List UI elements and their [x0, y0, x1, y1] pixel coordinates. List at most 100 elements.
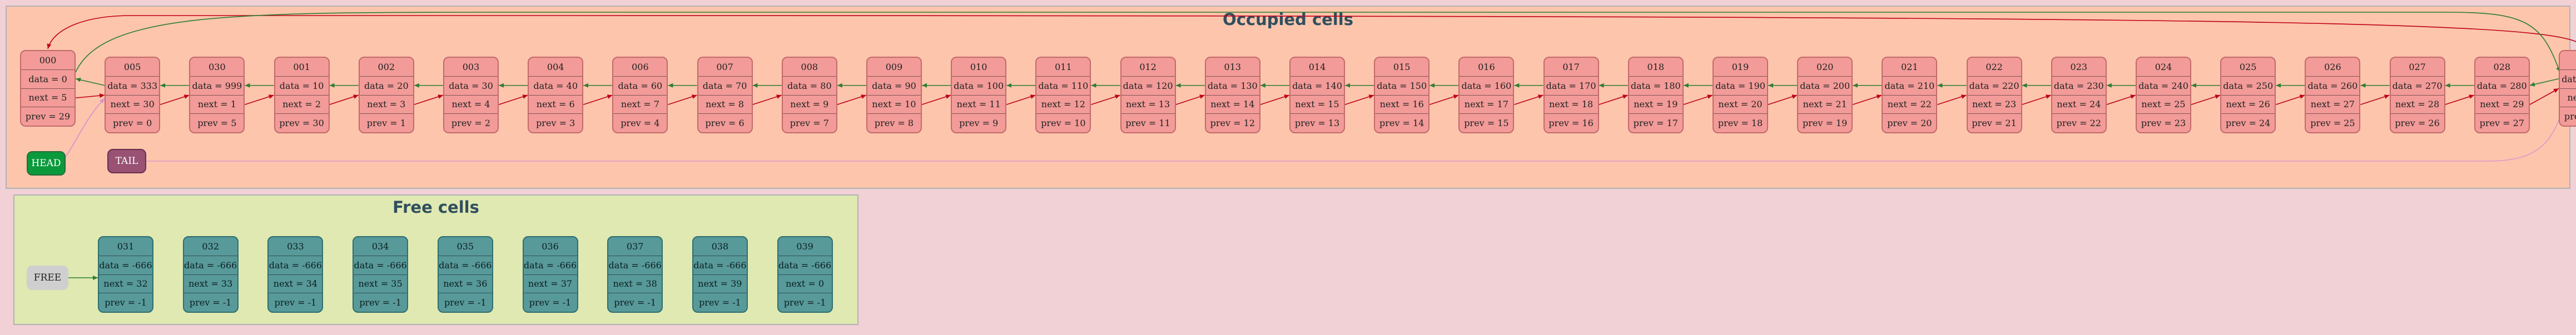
next-arrow: [329, 94, 359, 106]
node-data-field: data = 80: [782, 76, 836, 95]
node-data-field: data = -666: [99, 255, 152, 274]
occupied-cells-title: Occupied cells: [1223, 10, 1353, 29]
node-prev-field: prev = 18: [1714, 113, 1767, 132]
node-data-field: data = 100: [952, 76, 1006, 95]
node-next-field: next = 1: [190, 94, 244, 114]
node-next-field: next = 28: [2390, 94, 2444, 114]
node-next-field: next = 27: [2306, 94, 2360, 114]
next-arrow: [498, 94, 528, 106]
node-data-field: data = -666: [269, 255, 322, 274]
node-id-field: 005: [123, 61, 141, 72]
node-next-field: next = 20: [1714, 94, 1767, 114]
node-data-field: data = -666: [354, 255, 408, 274]
node-prev-field: prev = 7: [782, 113, 836, 132]
node-data-field: data = 333: [106, 76, 160, 95]
node-next-field: next = 0: [778, 274, 832, 293]
node-id-field: 011: [1055, 61, 1072, 72]
node-data-field: data = 220: [1967, 76, 2021, 95]
node-next-field: next = 23: [1967, 94, 2021, 114]
node-id-field: 025: [2239, 61, 2257, 72]
node-data-field: data = -666: [778, 255, 832, 274]
node-prev-field: prev = 29: [21, 107, 75, 126]
next-wrap-arrow: [47, 15, 2576, 49]
node-next-field: next = 18: [1544, 94, 1598, 114]
node-prev-field: prev = 17: [1629, 113, 1682, 132]
node-prev-field: prev = -1: [693, 293, 747, 312]
node-next-field: next = 9: [782, 94, 836, 114]
node-data-field: data = 270: [2390, 76, 2444, 95]
node-prev-field: prev = 30: [275, 113, 329, 132]
next-arrow: [1937, 94, 1967, 106]
node-id-field: 016: [1478, 61, 1495, 72]
node-id-field: 018: [1647, 61, 1665, 72]
node-data-field: data = -666: [608, 255, 662, 274]
node-next-field: next = 3: [359, 94, 413, 114]
next-arrow: [2191, 94, 2221, 106]
next-arrow: [2360, 94, 2390, 106]
node-id-field: 036: [542, 241, 559, 252]
node-id-field: 039: [796, 241, 813, 252]
head-arrow: [65, 98, 105, 157]
free-cells-title: Free cells: [393, 198, 479, 217]
node-id-field: 020: [1816, 61, 1834, 72]
prev-wrap-arrow: [75, 12, 2560, 73]
node-id-field: 014: [1308, 61, 1326, 72]
node-id-field: 034: [371, 241, 389, 252]
prev-arrow: [75, 77, 105, 86]
node-data-field: data = -666: [183, 255, 237, 274]
node-id-field: 022: [1986, 61, 2003, 72]
node-next-field: next = 39: [693, 274, 747, 293]
node-prev-field: prev = 15: [1460, 113, 1513, 132]
next-arrow: [2529, 88, 2559, 105]
node-prev-field: prev = 24: [2221, 113, 2275, 132]
node-next-field: next = 29: [2475, 94, 2529, 114]
tail-arrow: [146, 102, 2565, 162]
node-id-field: 035: [456, 241, 474, 252]
node-next-field: next = 0: [2560, 88, 2576, 107]
node-id-field: 019: [1731, 61, 1749, 72]
node-data-field: data = 230: [2052, 76, 2106, 95]
node-next-field: next = 36: [438, 274, 492, 293]
node-id-field: 032: [202, 241, 219, 252]
node-id-field: 015: [1393, 61, 1411, 72]
node-data-field: data = 260: [2306, 76, 2360, 95]
node-next-field: next = 2: [275, 94, 329, 114]
next-arrow: [414, 94, 444, 106]
node-data-field: data = 200: [1798, 76, 1852, 95]
node-prev-field: prev = 25: [2306, 113, 2360, 132]
node-next-field: next = 35: [354, 274, 408, 293]
next-arrow: [1175, 94, 1205, 106]
node-next-field: next = 8: [698, 94, 752, 114]
node-id-field: 008: [801, 61, 818, 72]
node-data-field: data = 130: [1205, 76, 1259, 95]
node-next-field: next = 22: [1883, 94, 1937, 114]
node-next-field: next = 10: [867, 94, 921, 114]
next-arrow: [1260, 94, 1290, 106]
node-next-field: next = 38: [608, 274, 662, 293]
node-id-field: 031: [117, 241, 135, 252]
node-id-field: 010: [970, 61, 987, 72]
node-data-field: data = 30: [444, 76, 498, 95]
node-id-field: 012: [1139, 61, 1157, 72]
